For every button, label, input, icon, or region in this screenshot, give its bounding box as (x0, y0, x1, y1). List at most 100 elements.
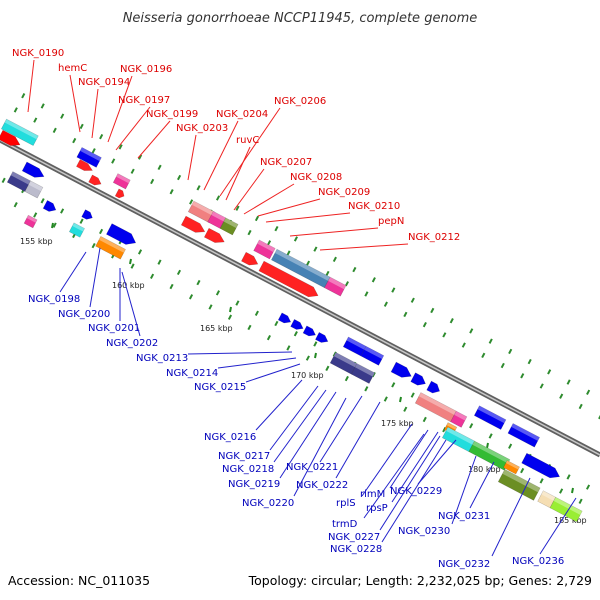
track-guide-dot (227, 314, 233, 320)
scale-tick-mark (129, 258, 132, 265)
reverse-leader-line (89, 247, 101, 308)
track-guide-dot (293, 236, 298, 242)
forward-leader-line (265, 212, 351, 223)
forward-gene-label: NGK_0209 (318, 187, 370, 198)
gene-arrow (241, 251, 259, 266)
track-guide-dot (364, 386, 369, 392)
reverse-gene-label: NGK_0219 (228, 479, 280, 490)
track-guide-dot (188, 294, 194, 300)
track-guide-dot (196, 279, 201, 286)
reverse-leader-line (121, 271, 141, 337)
track-guide-dot (449, 318, 454, 324)
gene-arrow (302, 325, 316, 337)
reverse-leader-line (363, 433, 425, 519)
track-guide-dot (72, 137, 77, 144)
gene-block (549, 496, 583, 523)
track-guide-dot (274, 320, 279, 327)
reverse-leader-line (59, 251, 87, 293)
reverse-gene-label: NGK_0202 (106, 338, 158, 349)
track-guide-dot (469, 423, 474, 429)
reverse-gene-label: NGK_0229 (390, 486, 442, 497)
feature-layer (0, 118, 583, 523)
track-guide-dot (79, 123, 84, 130)
track-guide-dot (500, 362, 505, 369)
track-guide-dot (266, 334, 271, 341)
track-guide-dot (520, 467, 525, 474)
track-guide-dot (559, 393, 564, 399)
track-guide-dot (539, 383, 544, 389)
forward-leader-line (203, 120, 239, 191)
track-guide-dot (469, 328, 474, 334)
reverse-gene-label: NGK_0214 (166, 368, 218, 379)
track-guide-dot (130, 168, 135, 174)
track-guide-dot (578, 498, 583, 504)
track-guide-dot (52, 222, 57, 228)
track-guide-dot (40, 198, 45, 204)
reverse-leader-line (293, 397, 347, 497)
gene-arrow (0, 129, 21, 146)
reverse-gene-label: NGK_0217 (218, 451, 270, 462)
track-guide-dot (33, 212, 38, 218)
gene-arrow (114, 188, 125, 199)
reverse-gene-label: NGK_0200 (58, 309, 110, 320)
gene-arrow (410, 372, 426, 386)
track-guide-dot (325, 365, 330, 372)
track-guide-dot (118, 144, 123, 150)
forward-gene-label: NGK_0208 (290, 172, 342, 183)
track-guide-dot (527, 358, 532, 365)
track-guide-dot (488, 433, 493, 439)
forward-gene-label: NGK_0212 (408, 232, 460, 243)
reverse-leader-line (491, 477, 531, 557)
forward-gene-label: NGK_0194 (78, 77, 130, 88)
scale-tick-mark (51, 222, 54, 229)
track-guide-dot (305, 355, 310, 361)
track-guide-dot (138, 154, 143, 160)
track-guide-dot (488, 338, 493, 344)
track-guide-dot (150, 273, 155, 279)
gene-arrow (521, 452, 561, 479)
reverse-leader-line (451, 455, 477, 525)
track-guide-dot (422, 321, 427, 328)
reverse-leader-line (381, 439, 447, 543)
gene-block (497, 469, 541, 501)
track-guide-dot (566, 379, 571, 385)
gene-arrow (203, 227, 225, 243)
track-guide-dot (1, 177, 6, 184)
gene-arrow (88, 174, 102, 186)
gene-arrow (21, 161, 45, 178)
reverse-leader-line (245, 363, 301, 383)
track-guide-dot (52, 127, 57, 134)
track-guide-dot (215, 290, 220, 296)
track-guide-dot (598, 414, 600, 420)
scale-tick-label: 165 kbp (200, 324, 233, 333)
track-guide-dot (508, 348, 513, 355)
forward-leader-line (115, 106, 151, 151)
reverse-leader-line (319, 395, 363, 463)
track-guide-dot (176, 269, 182, 276)
track-guide-dot (286, 250, 291, 256)
track-guide-dot (566, 474, 571, 480)
track-guide-dot (91, 242, 96, 249)
gene-block (253, 239, 276, 260)
track-guide-dot (13, 202, 18, 208)
track-guide-dot (344, 375, 349, 382)
track-guide-dot (13, 107, 18, 113)
track-guide-dot (196, 185, 201, 191)
track-guide-dot (442, 332, 447, 338)
reverse-gene-label: NGK_0201 (88, 323, 140, 334)
genome-stats-text: Topology: circular; Length: 2,232,025 bp… (248, 573, 592, 588)
track-guide-dot (293, 331, 298, 337)
scale-tick-label: 185 kbp (554, 516, 587, 525)
forward-gene-label: ruvC (236, 135, 259, 146)
scale-tick-mark (486, 442, 489, 449)
gene-block (324, 276, 347, 297)
track-guide-dot (99, 133, 104, 140)
genome-backbone (0, 137, 600, 458)
gene-block (112, 173, 131, 190)
track-guide-dot (189, 199, 194, 205)
track-guide-dot (403, 311, 408, 318)
track-guide-dot (585, 484, 591, 490)
reverse-gene-label: NGK_0236 (512, 556, 564, 567)
gene-block (342, 336, 367, 357)
